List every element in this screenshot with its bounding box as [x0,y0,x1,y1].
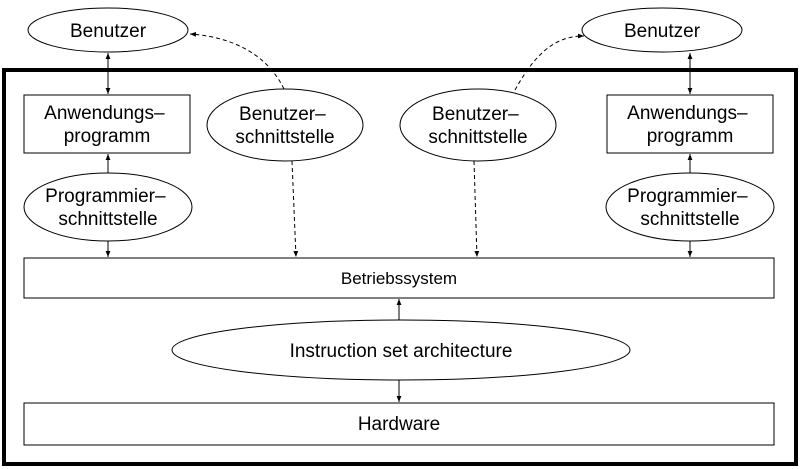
api-left-node [23,172,193,242]
api-left-line1: Programmier– [45,186,166,207]
isa-node [171,319,631,381]
app-right-box [606,94,774,154]
ui-right-node [399,88,557,162]
dashed-arrow-ui-user-right [514,33,585,91]
api-left-label: Programmier– schnittstelle [45,186,171,230]
app-left-label: Anwendungs– programm [44,103,170,147]
ui-left-line2: schnittstelle [235,127,334,148]
app-right-line1: Anwendungs– [627,103,748,124]
ui-left-label: Benutzer– schnittstelle [235,104,334,148]
api-right-label: Programmier– schnittstelle [627,186,753,230]
isa-label: Instruction set architecture [290,341,513,362]
ui-right-label: Benutzer– schnittstelle [428,104,527,148]
ui-right-line2: schnittstelle [428,127,527,148]
app-left-line1: Anwendungs– [44,103,165,124]
hardware-label: Hardware [358,414,440,435]
dashed-arrow-ui-os-right [473,160,480,258]
os-label: Betriebssystem [341,269,457,288]
app-left-line2: programm [64,126,151,147]
ui-left-line1: Benutzer– [239,104,326,125]
system-frame [2,68,798,466]
hardware-box [23,402,775,446]
os-box [23,257,775,299]
api-left-line2: schnittstelle [58,209,157,230]
user-right-label: Benutzer [624,21,701,42]
dashed-arrow-ui-user-left [189,31,285,90]
dashed-arrow-ui-os-left [291,160,299,258]
ui-left-node [206,88,364,162]
api-right-line2: schnittstelle [640,209,739,230]
ui-right-line1: Benutzer– [432,104,519,125]
api-right-node [605,172,775,242]
api-right-line1: Programmier– [627,186,748,207]
app-right-line2: programm [647,126,734,147]
app-right-label: Anwendungs– programm [627,103,753,147]
user-right-node [581,7,743,53]
user-left-label: Benutzer [70,21,147,42]
user-left-node [27,7,189,53]
app-left-box [23,94,191,154]
